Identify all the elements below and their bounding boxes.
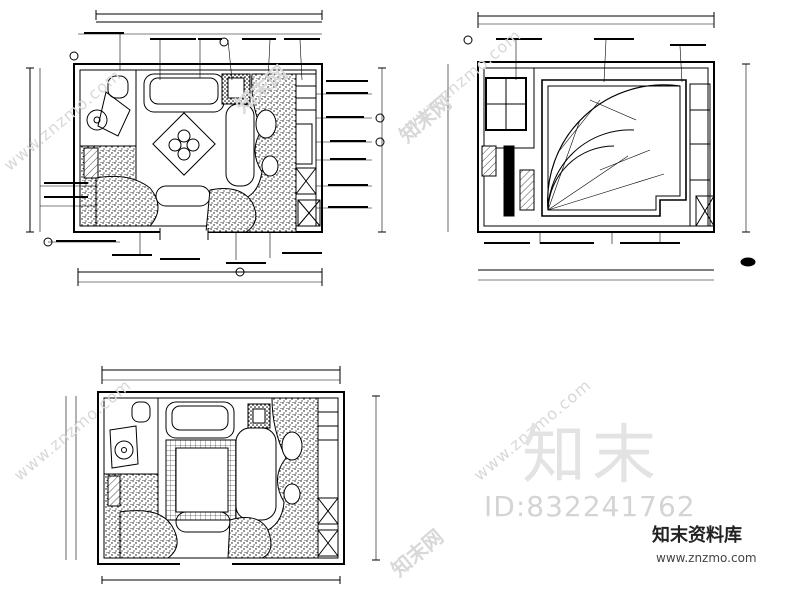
watermark-brand-name: 知末资料库 [652,525,742,546]
floor-plan-finish [65,366,380,584]
watermark-brand-url: www.znzmo.com [656,551,757,565]
watermark-logo-text: 知末 [522,419,662,493]
watermark-id: ID:832241762 [484,490,696,523]
ceiling-plan [447,12,756,281]
floor-plan-furniture [26,10,386,286]
